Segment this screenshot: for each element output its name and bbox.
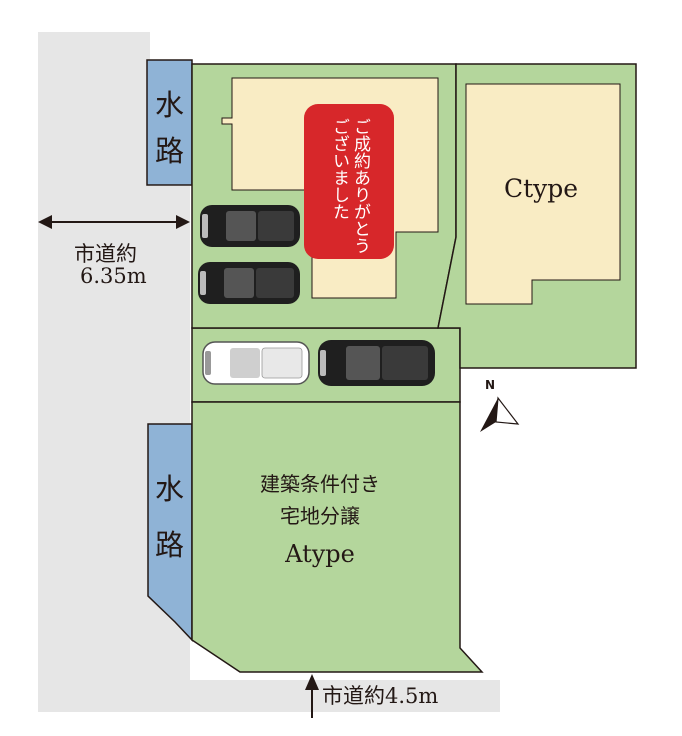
car-white-icon — [202, 341, 310, 385]
sold-badge-text: ご成約ありがとうございました — [329, 118, 370, 254]
lot-a — [191, 401, 484, 673]
sold-badge: ご成約ありがとうございました — [304, 104, 394, 259]
waterway-north — [146, 59, 193, 186]
car-black-icon — [198, 262, 300, 304]
lot-a-line1: 建築条件付き — [260, 472, 380, 496]
north-arrow-icon — [480, 396, 520, 432]
lot-c-label: Ctype — [504, 174, 579, 203]
car-black-icon — [318, 340, 435, 386]
west-road-label-line1: 市道約 — [74, 242, 137, 266]
south-road-label: 市道約4.5m — [322, 684, 439, 708]
waterway-south — [147, 423, 193, 642]
car-black-icon — [200, 205, 300, 247]
dimension-arrow-icon — [305, 674, 319, 718]
waterway-label-char: 水 — [155, 472, 185, 506]
north-mark-label: N — [485, 378, 496, 392]
waterway-label-char: 路 — [155, 134, 185, 168]
waterway-label-char: 路 — [155, 528, 185, 562]
waterway-label-char: 水 — [155, 88, 185, 122]
lot-a-type: Atype — [285, 540, 355, 568]
dimension-arrow-icon — [38, 215, 190, 229]
building-c — [465, 83, 621, 305]
lot-a-line2: 宅地分譲 — [280, 504, 360, 528]
west-road-label-line2: 6.35m — [80, 264, 147, 288]
lot-a-label: 建築条件付き 宅地分譲 Atype — [230, 468, 410, 570]
